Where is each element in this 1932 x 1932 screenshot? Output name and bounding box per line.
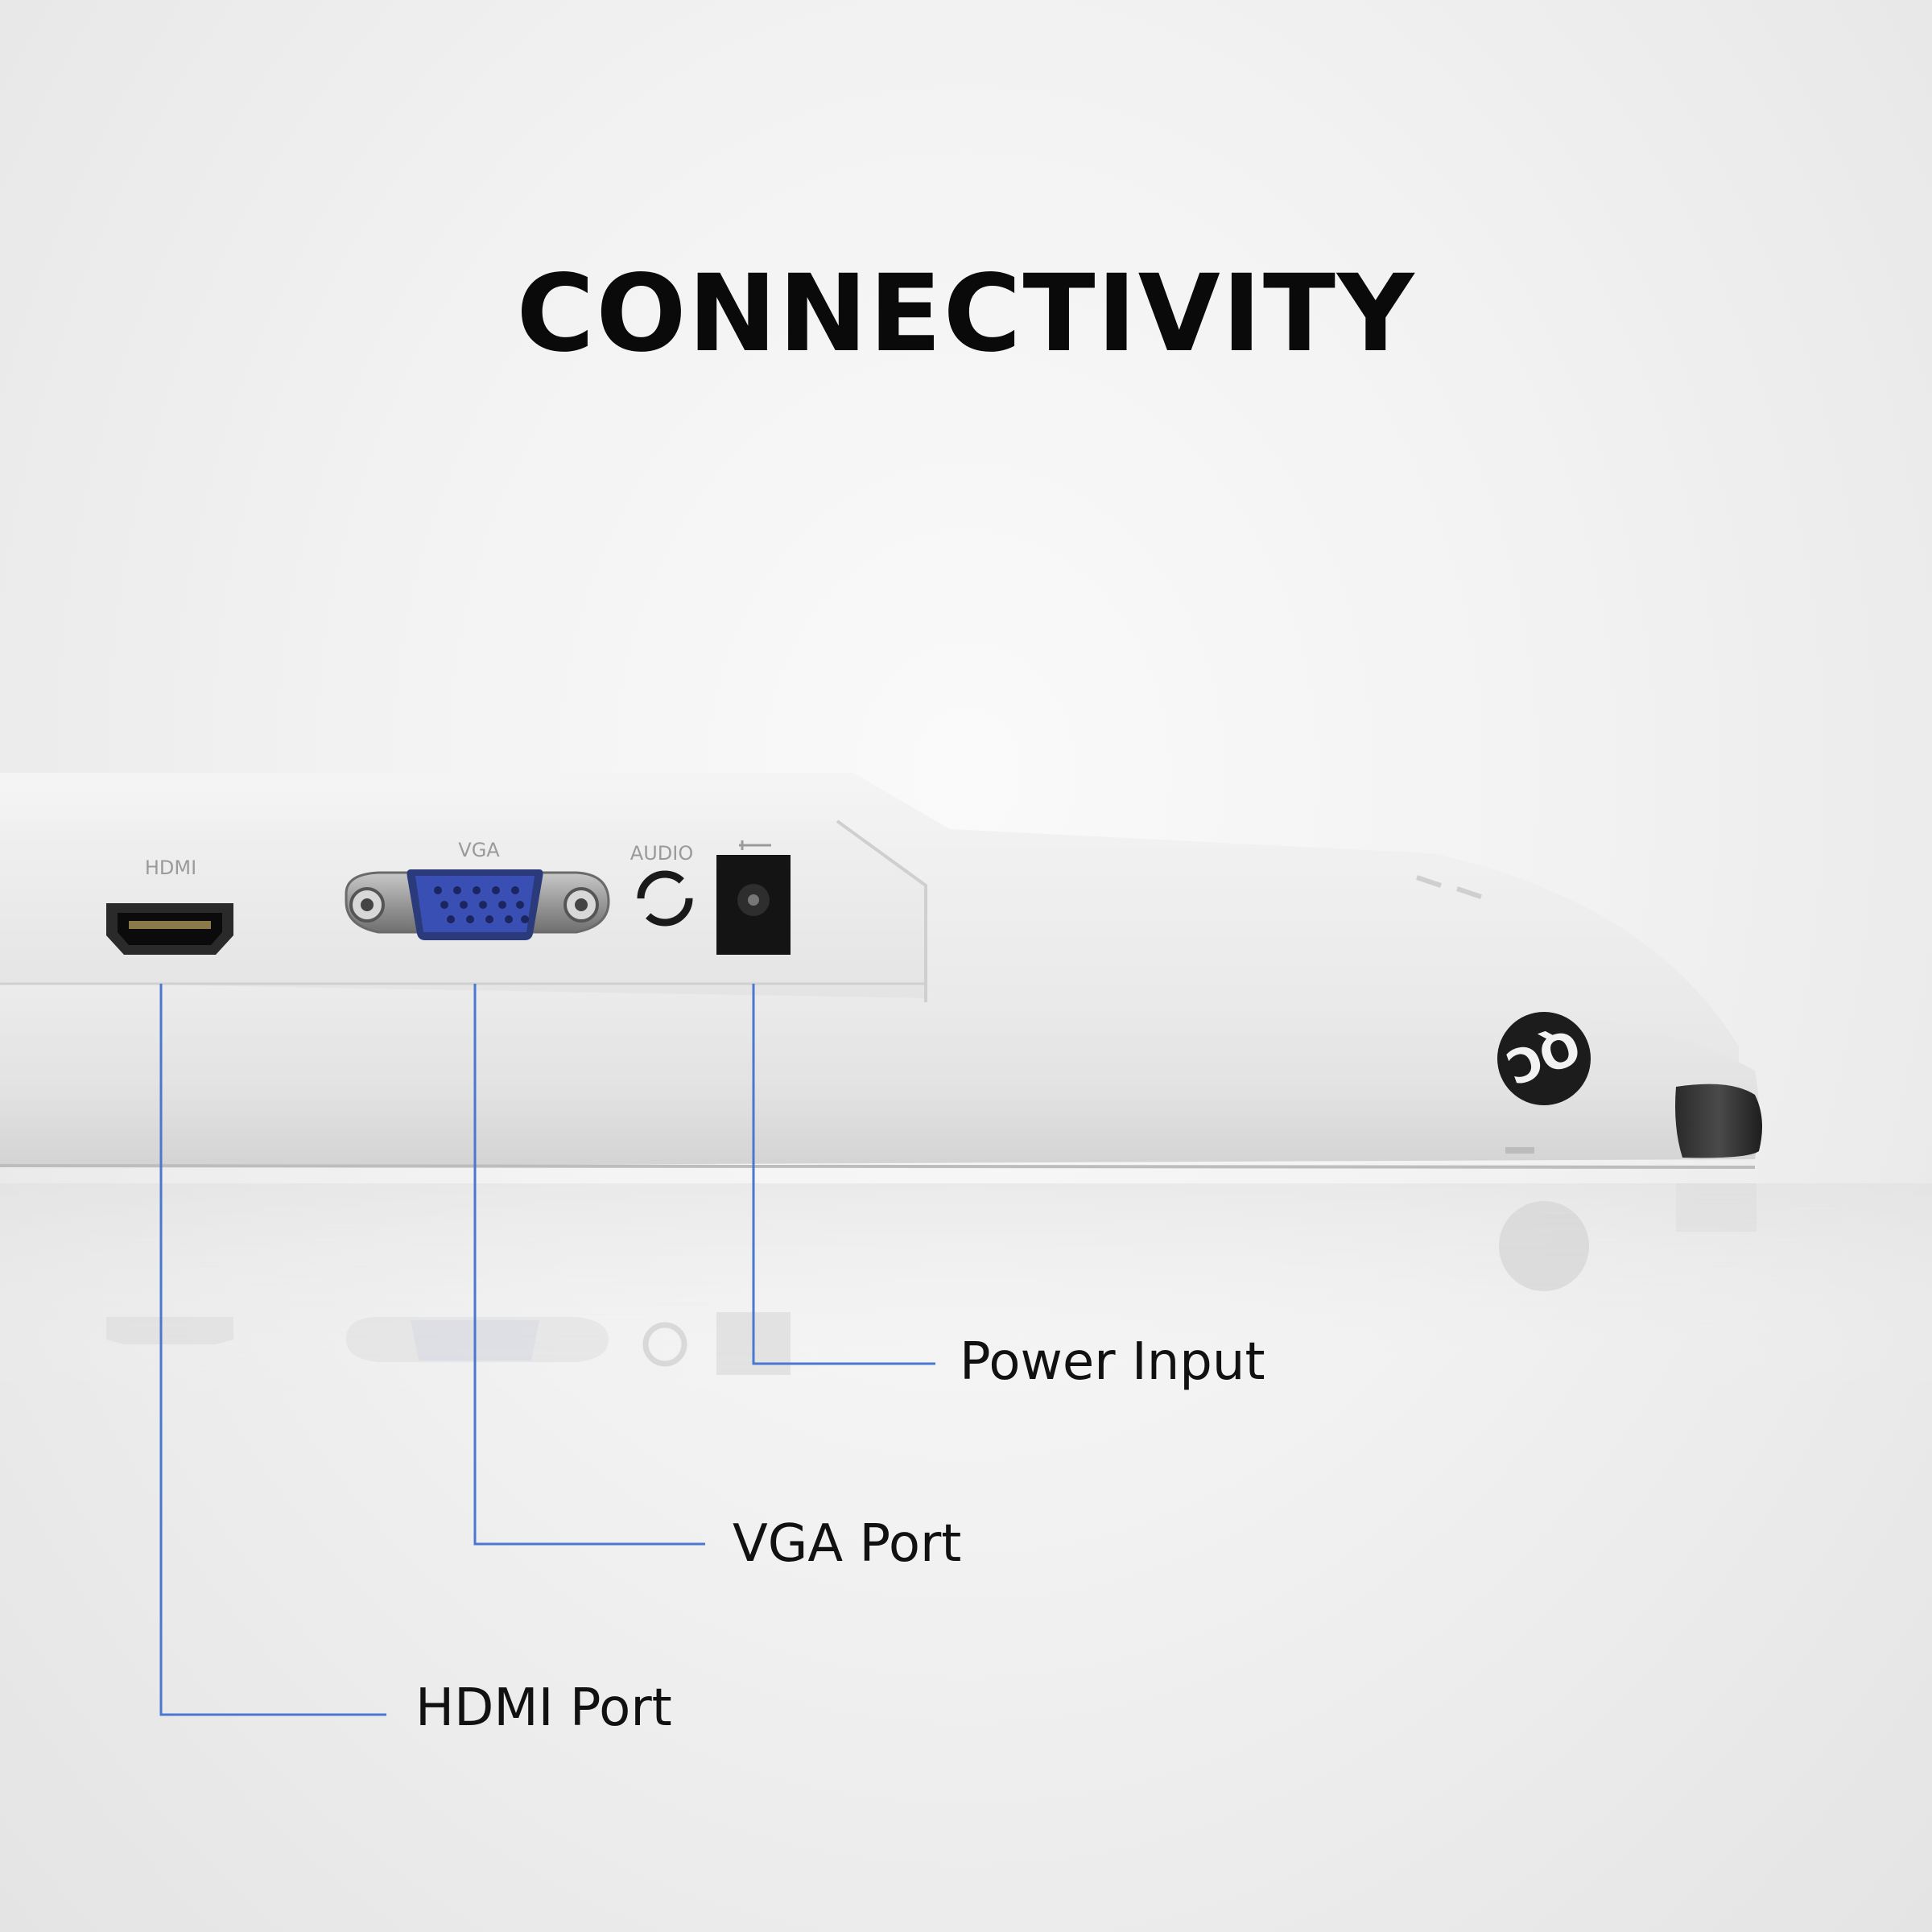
hdmi-port-label: HDMI [145,857,196,879]
page-title: CONNECTIVITY [516,252,1416,376]
dc-power-symbol-icon [739,840,771,850]
hdmi-port [106,903,233,955]
rubber-foot [1675,1084,1762,1158]
power-input-label: Power Input [960,1332,1265,1392]
callout-line-power [752,984,935,1365]
vga-port-callout-label: VGA Port [733,1514,962,1574]
hdmi-port-callout-label: HDMI Port [415,1678,672,1738]
monitor-front-face [0,982,1759,1167]
vga-port-label: VGA [458,839,500,861]
callout-lines [159,984,935,1716]
audio-jack [637,870,693,927]
callout-line-hdmi [159,984,386,1716]
vga-port [345,869,610,940]
surface-reflection [0,1183,1932,1393]
power-input-port [716,855,791,955]
qc-logo-icon: QC [1497,1012,1591,1105]
audio-jack-label: AUDIO [630,842,693,865]
callout-line-vga [473,984,705,1546]
